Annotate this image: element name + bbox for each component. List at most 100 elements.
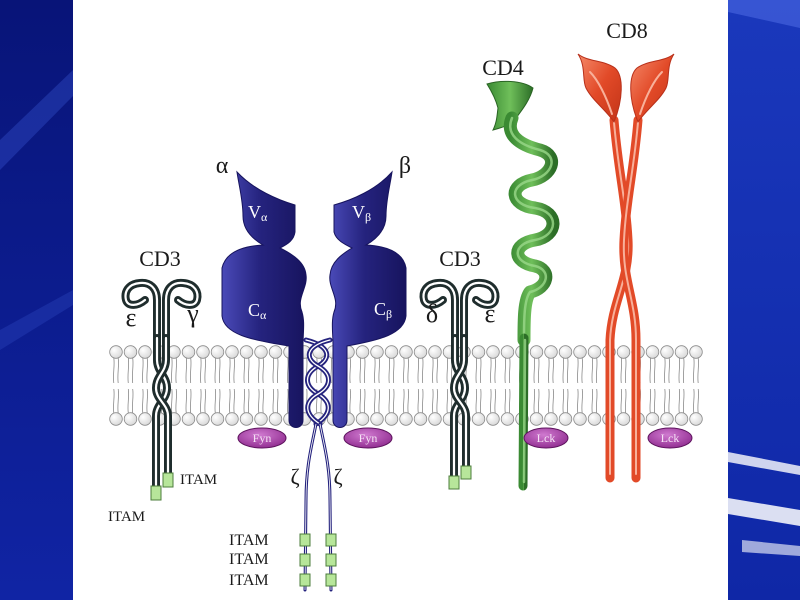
cd3-right-label: CD3: [439, 246, 481, 271]
domain-letter: C: [374, 299, 386, 319]
zeta-chain-helix-highlight: [307, 339, 331, 425]
lck-label: Lck: [661, 431, 680, 445]
lipid-tail: [218, 357, 221, 384]
lipid-tail: [479, 388, 482, 414]
lipid-head: [660, 345, 674, 359]
lipid-head: [109, 345, 123, 359]
lipid-tail: [624, 388, 627, 414]
background-streak: [742, 540, 800, 556]
lipid-tail: [272, 388, 275, 414]
itam-label: ITAM: [229, 572, 269, 589]
lipid-head: [660, 412, 674, 426]
lipid-tail: [504, 388, 507, 414]
domain-subscript: β: [365, 210, 371, 224]
cd3-epsilon-chain-highlight: [124, 281, 159, 340]
lipid-tail: [581, 388, 583, 414]
itam-motif: [150, 485, 162, 501]
lipid-tail: [407, 357, 409, 384]
lipid-tail: [577, 388, 579, 414]
lipid-head: [268, 412, 283, 426]
lipid-head: [239, 412, 254, 426]
lipid-head: [486, 412, 500, 426]
lipid-tail: [421, 357, 424, 384]
lipid-head: [254, 412, 268, 426]
lipid-tail: [693, 357, 695, 384]
domain-letter: V: [248, 202, 261, 222]
itam-motif: [325, 553, 337, 567]
cd3-epsilon-stalk-highlight: [154, 336, 169, 490]
lipid-tail: [494, 357, 496, 384]
lipid-tail: [479, 357, 482, 384]
lipid-head: [486, 345, 500, 359]
lipid-tail: [359, 388, 362, 414]
lipid-tail: [649, 388, 652, 414]
lipid-tail: [668, 388, 670, 414]
lipid-tail: [262, 357, 264, 384]
cd8-head-highlight: [639, 71, 663, 115]
lipid-tail: [591, 357, 594, 384]
lipid-tail: [591, 388, 594, 414]
lipid-tail: [175, 388, 177, 414]
lipid-head: [210, 345, 225, 359]
lipid-tail: [649, 357, 652, 384]
lipid-head: [268, 345, 283, 359]
lipid-head: [123, 345, 138, 359]
cd4-coreceptor: [486, 80, 560, 491]
lipid-tail: [330, 357, 333, 384]
lipid-tail: [388, 388, 391, 414]
lipid-tail: [363, 357, 366, 384]
lipid-tail: [417, 388, 420, 414]
left-margin: [0, 0, 73, 600]
lipid-tail: [262, 388, 264, 414]
lipid-tail: [175, 357, 177, 384]
lipid-tail: [243, 357, 246, 384]
lipid-head: [413, 412, 428, 426]
cd3-delta-chain-highlight: [422, 281, 457, 340]
lipid-tail: [407, 388, 409, 414]
lipid-tail: [316, 357, 318, 384]
lipid-tail: [664, 357, 666, 384]
cd8-coreceptor: [577, 53, 675, 483]
lipid-head: [529, 345, 544, 359]
cd3-gamma-chain-highlight: [164, 281, 199, 340]
lipid-tail: [446, 388, 449, 414]
lipid-tail: [142, 388, 144, 414]
lipid-tail: [508, 357, 511, 384]
itam-motif: [162, 472, 174, 488]
lipid-tail: [392, 357, 395, 384]
lipid-tail: [243, 388, 246, 414]
lipid-tail: [378, 388, 380, 414]
itam-motif: [299, 533, 311, 547]
lipid-tail: [276, 388, 279, 414]
lipid-tail: [258, 357, 260, 384]
lipid-tail: [421, 388, 424, 414]
tcr-beta-chain: [329, 170, 407, 428]
lipid-tail: [146, 357, 148, 384]
lipid-head: [384, 345, 399, 359]
lipid-tail: [171, 388, 173, 414]
lipid-head: [384, 412, 399, 426]
itam-motif: [299, 573, 311, 587]
lipid-head: [428, 412, 442, 426]
lipid-tail: [552, 388, 554, 414]
lipid-head: [196, 412, 210, 426]
domain-subscript: β: [386, 307, 392, 321]
lipid-tail: [653, 357, 656, 384]
itam-label: ITAM: [229, 551, 269, 568]
lipid-head: [181, 345, 196, 359]
lipid-tail: [127, 357, 130, 384]
lipid-tail: [436, 388, 438, 414]
fyn-label: Fyn: [359, 431, 378, 445]
lipid-head: [529, 412, 544, 426]
zeta-chain-tail-highlight: [319, 423, 332, 591]
lipid-tail: [247, 388, 250, 414]
tcr-alpha-label: α: [216, 153, 229, 179]
lipid-tail: [417, 357, 420, 384]
lipid-tail: [432, 388, 434, 414]
lipid-tail: [581, 357, 583, 384]
lipid-tail: [276, 357, 279, 384]
lipid-tail: [664, 388, 666, 414]
cd3-epsilon-chain-highlight: [462, 281, 497, 340]
lipid-tail: [233, 388, 235, 414]
lipid-tail: [682, 388, 685, 414]
